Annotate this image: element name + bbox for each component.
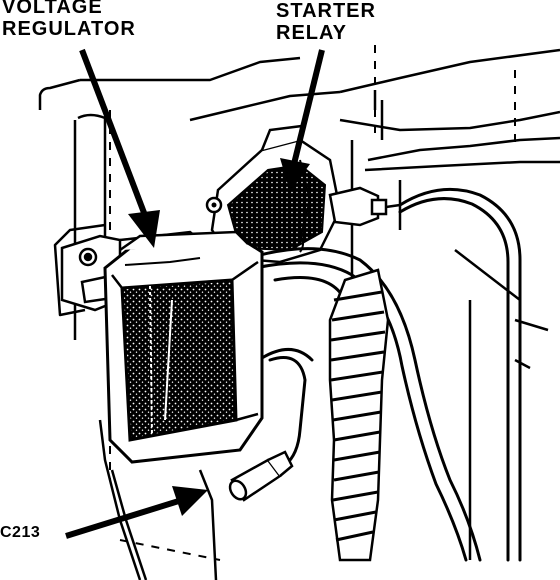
- starter-relay-label: STARTER RELAY: [276, 0, 376, 45]
- starter-relay-arrow-shaft: [291, 49, 325, 165]
- c213-label: C213: [0, 524, 41, 541]
- voltage-regulator: [103, 230, 264, 464]
- voltage-regulator-label-line1: VOLTAGE: [2, 0, 103, 18]
- leader-arrows: [65, 48, 325, 539]
- c213-connector: [228, 450, 294, 502]
- c213-arrow-shaft: [65, 497, 183, 539]
- starter-relay-label-line2: RELAY: [276, 22, 347, 45]
- voltage-regulator-label: VOLTAGE REGULATOR: [2, 0, 136, 41]
- voltage-regulator-arrow-shaft: [79, 48, 149, 220]
- voltage-regulator-arrowhead: [128, 210, 160, 248]
- starter-relay-arrowhead: [280, 158, 310, 192]
- starter-relay-label-line1: STARTER: [276, 0, 376, 22]
- voltage-regulator-label-line2: REGULATOR: [2, 18, 136, 41]
- c213-arrowhead: [172, 486, 208, 516]
- corrugated-loom: [328, 268, 390, 562]
